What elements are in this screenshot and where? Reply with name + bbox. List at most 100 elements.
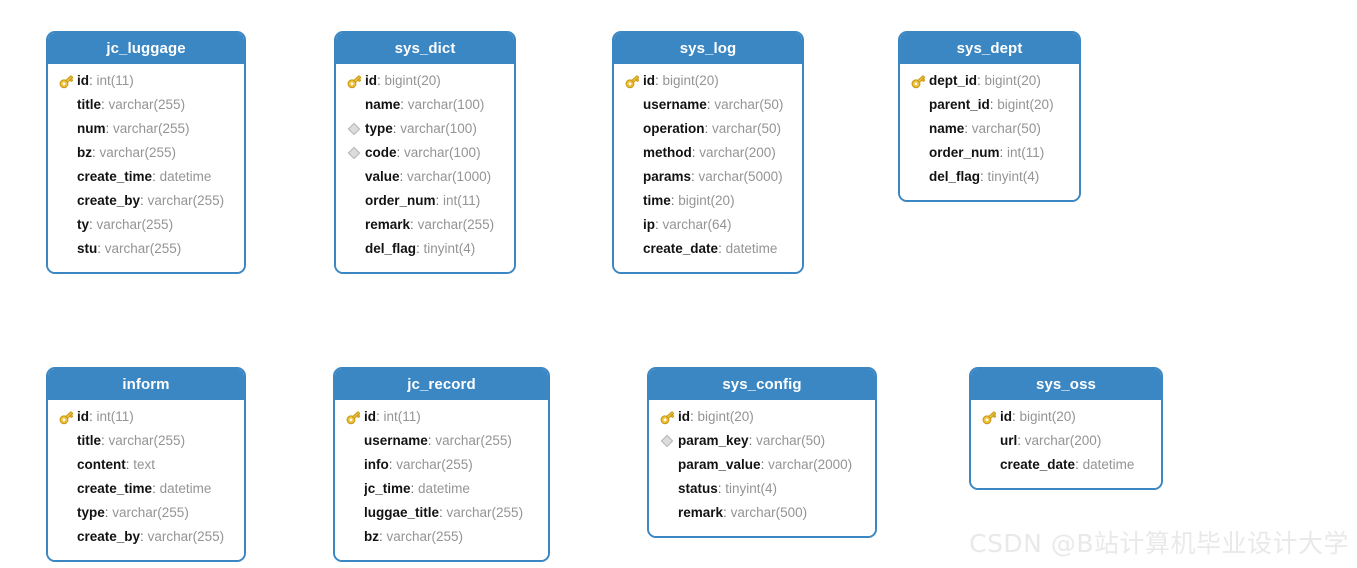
column-row[interactable]: method: varchar(200)	[614, 141, 802, 165]
column-type: varchar(255)	[99, 145, 177, 160]
column-row[interactable]: username: varchar(255)	[335, 429, 548, 453]
column-name: del_flag	[365, 241, 417, 256]
column-row[interactable]: params: varchar(5000)	[614, 165, 802, 189]
column-row[interactable]: info: varchar(255)	[335, 453, 548, 477]
column-separator: :	[89, 409, 97, 424]
column-separator: :	[399, 169, 408, 184]
column-type: varchar(200)	[1024, 433, 1102, 448]
column-row[interactable]: id: bigint(20)	[649, 405, 875, 429]
column-row[interactable]: id: int(11)	[48, 405, 244, 429]
column-row[interactable]: create_by: varchar(255)	[48, 525, 244, 549]
column-separator: :	[690, 409, 698, 424]
column-row[interactable]: bz: varchar(255)	[48, 141, 244, 165]
column-row[interactable]: luggae_title: varchar(255)	[335, 501, 548, 525]
column-text: value: varchar(1000)	[365, 168, 491, 186]
column-text: operation: varchar(50)	[643, 120, 781, 138]
column-name: name	[929, 121, 965, 136]
column-icon-none	[342, 528, 364, 546]
column-row[interactable]: status: tinyint(4)	[649, 477, 875, 501]
column-row[interactable]: parent_id: bigint(20)	[900, 93, 1079, 117]
column-row[interactable]: param_value: varchar(2000)	[649, 453, 875, 477]
column-row[interactable]: del_flag: tinyint(4)	[900, 165, 1079, 189]
column-row[interactable]: del_flag: tinyint(4)	[336, 237, 514, 261]
column-row[interactable]: bz: varchar(255)	[335, 525, 548, 549]
column-row[interactable]: id: int(11)	[48, 69, 244, 93]
column-row[interactable]: stu: varchar(255)	[48, 237, 244, 261]
column-type: varchar(255)	[396, 457, 473, 472]
column-separator: :	[140, 529, 148, 544]
column-separator: :	[89, 73, 97, 88]
column-icon-none	[55, 144, 77, 162]
table-columns: id: int(11)title: varchar(255)num: varch…	[48, 64, 244, 272]
column-text: ty: varchar(255)	[77, 216, 173, 234]
column-icon-none	[978, 456, 1000, 474]
column-icon-none	[656, 504, 678, 522]
column-row[interactable]: ip: varchar(64)	[614, 213, 802, 237]
column-separator: :	[89, 217, 97, 232]
column-row[interactable]: create_by: varchar(255)	[48, 189, 244, 213]
column-type: int(11)	[1007, 145, 1045, 160]
column-row[interactable]: id: bigint(20)	[336, 69, 514, 93]
column-row[interactable]: type: varchar(255)	[48, 501, 244, 525]
column-type: varchar(255)	[104, 241, 182, 256]
column-row[interactable]: create_time: datetime	[48, 477, 244, 501]
column-row[interactable]: url: varchar(200)	[971, 429, 1161, 453]
column-separator: :	[410, 217, 418, 232]
column-row[interactable]: jc_time: datetime	[335, 477, 548, 501]
column-row[interactable]: name: varchar(100)	[336, 93, 514, 117]
column-row[interactable]: content: text	[48, 453, 244, 477]
column-row[interactable]: create_time: datetime	[48, 165, 244, 189]
table-columns: id: bigint(20)username: varchar(50) opera…	[614, 64, 802, 272]
column-name: parent_id	[929, 97, 990, 112]
column-icon-none	[621, 120, 643, 138]
column-text: bz: varchar(255)	[77, 144, 176, 162]
column-row[interactable]: create_date: datetime	[971, 453, 1161, 477]
column-row[interactable]: title: varchar(255)	[48, 429, 244, 453]
column-type: datetime	[418, 481, 470, 496]
column-icon-none	[907, 168, 929, 186]
column-row[interactable]: operation: varchar(50)	[614, 117, 802, 141]
column-row[interactable]: param_key: varchar(50)	[649, 429, 875, 453]
column-row[interactable]: time: bigint(20)	[614, 189, 802, 213]
column-type: text	[133, 457, 156, 472]
column-row[interactable]: id: bigint(20)	[971, 405, 1161, 429]
column-name: remark	[678, 505, 724, 520]
column-name: dept_id	[929, 73, 978, 88]
column-row[interactable]: remark: varchar(500)	[649, 501, 875, 525]
column-row[interactable]: value: varchar(1000)	[336, 165, 514, 189]
column-text: info: varchar(255)	[364, 456, 473, 474]
column-row[interactable]: order_num: int(11)	[336, 189, 514, 213]
column-row[interactable]: remark: varchar(255)	[336, 213, 514, 237]
column-row[interactable]: ty: varchar(255)	[48, 213, 244, 237]
column-separator: :	[410, 481, 419, 496]
column-row[interactable]: order_num: int(11)	[900, 141, 1079, 165]
column-name: param_value	[678, 457, 761, 472]
column-row[interactable]: name: varchar(50)	[900, 117, 1079, 141]
column-text: method: varchar(200)	[643, 144, 776, 162]
column-name: create_time	[77, 481, 153, 496]
column-row[interactable]: num: varchar(255)	[48, 117, 244, 141]
column-row[interactable]: code: varchar(100)	[336, 141, 514, 165]
column-text: url: varchar(200)	[1000, 432, 1101, 450]
column-separator: :	[101, 97, 109, 112]
column-row[interactable]: id: bigint(20)	[614, 69, 802, 93]
column-name: value	[365, 169, 400, 184]
column-row[interactable]: username: varchar(50)	[614, 93, 802, 117]
column-row[interactable]: create_date: datetime	[614, 237, 802, 261]
column-row[interactable]: id: int(11)	[335, 405, 548, 429]
column-row[interactable]: dept_id: bigint(20)	[900, 69, 1079, 93]
column-name: bz	[77, 145, 92, 160]
column-separator: :	[104, 505, 113, 520]
column-row[interactable]: type: varchar(100)	[336, 117, 514, 141]
column-icon-none	[343, 96, 365, 114]
column-row[interactable]: title: varchar(255)	[48, 93, 244, 117]
column-type: int(11)	[383, 409, 421, 424]
